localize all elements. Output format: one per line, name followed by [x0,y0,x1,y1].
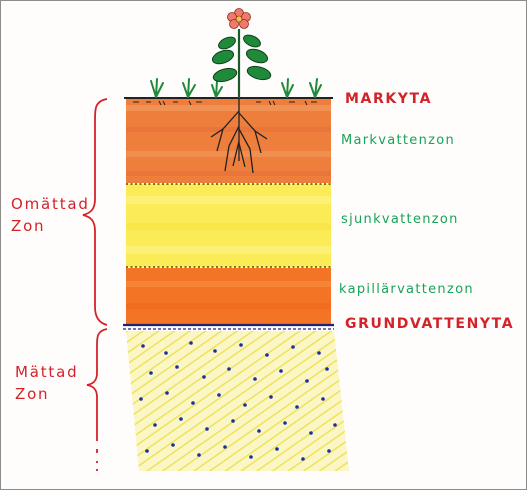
sjunkvatten-layer [126,184,331,267]
label-sjunkvattenzon: sjunkvattenzon [341,213,459,226]
grass-tufts [151,79,321,97]
zone-unsaturated-label: Omättad Zon [11,193,90,237]
brace-saturated [87,329,107,471]
label-kapillarvattenzon: kapillärvattenzon [339,283,474,296]
label-grundvattenyta: GRUNDVATTENYTA [345,317,514,331]
zone-unsaturated-line2: Zon [11,215,90,237]
zone-unsaturated-line1: Omättad [11,193,90,215]
saturated-zone [126,331,349,471]
zone-saturated-line2: Zon [15,383,78,405]
kapillar-layer [126,268,331,325]
zone-saturated-label: Mättad Zon [15,361,78,405]
groundwater-surface-line [123,325,334,329]
flower-icon [228,9,251,29]
zone-saturated-line1: Mättad [15,361,78,383]
markvatten-layer [126,99,331,183]
label-markvattenzon: Markvattenzon [341,134,455,147]
label-markyta: MARKYTA [345,92,432,106]
